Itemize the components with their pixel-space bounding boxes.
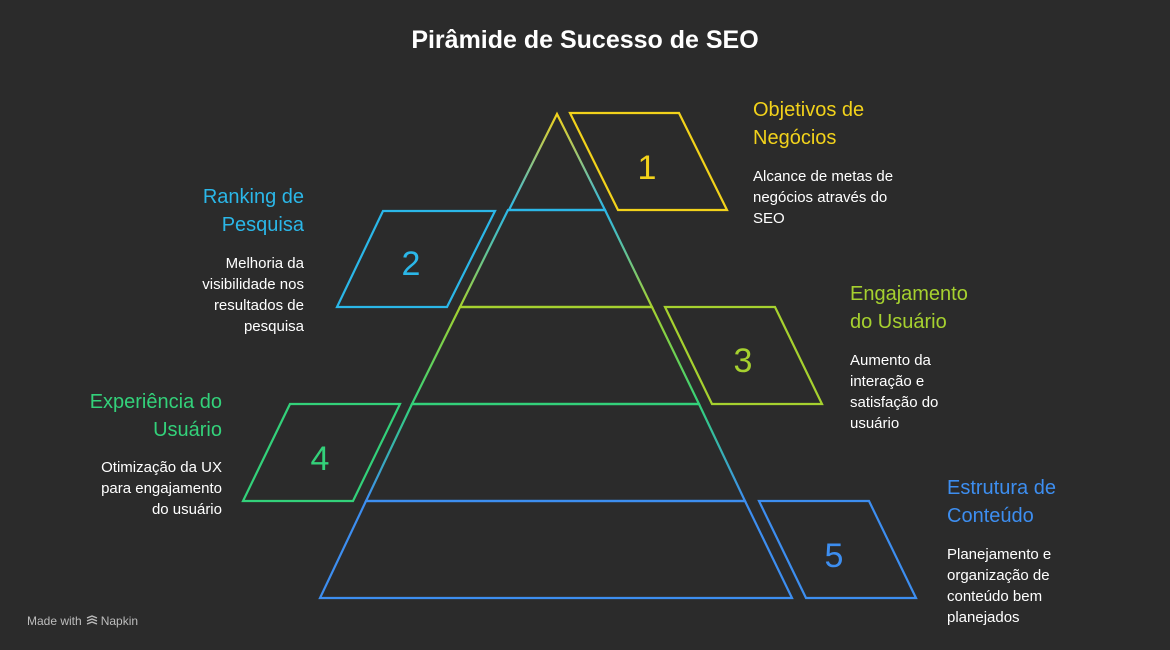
pyramid-layer-1 bbox=[507, 111, 607, 212]
pyramid-layer-5 bbox=[318, 499, 794, 600]
pyramid-layer-4 bbox=[364, 402, 747, 503]
napkin-brand-label: Napkin bbox=[100, 614, 139, 628]
pyramid-layer-3 bbox=[410, 305, 701, 406]
level-number-1: 1 bbox=[638, 149, 657, 187]
napkin-logo-icon bbox=[86, 615, 97, 625]
level-number-2: 2 bbox=[402, 245, 421, 283]
number-box-2 bbox=[335, 209, 497, 309]
level-number-4: 4 bbox=[311, 440, 330, 478]
level-number-5: 5 bbox=[825, 537, 844, 575]
number-box-5 bbox=[757, 499, 918, 600]
napkin-brand: Napkin bbox=[86, 614, 138, 628]
number-box-3 bbox=[663, 305, 824, 406]
level-number-3: 3 bbox=[734, 342, 753, 380]
number-box-1 bbox=[568, 111, 729, 212]
number-box-4 bbox=[241, 402, 402, 503]
diagram-title: Pirâmide de Sucesso de SEO bbox=[411, 26, 759, 54]
made-with-label: Made with bbox=[27, 614, 82, 628]
made-with-napkin-badge[interactable]: Made with Napkin bbox=[27, 614, 138, 628]
